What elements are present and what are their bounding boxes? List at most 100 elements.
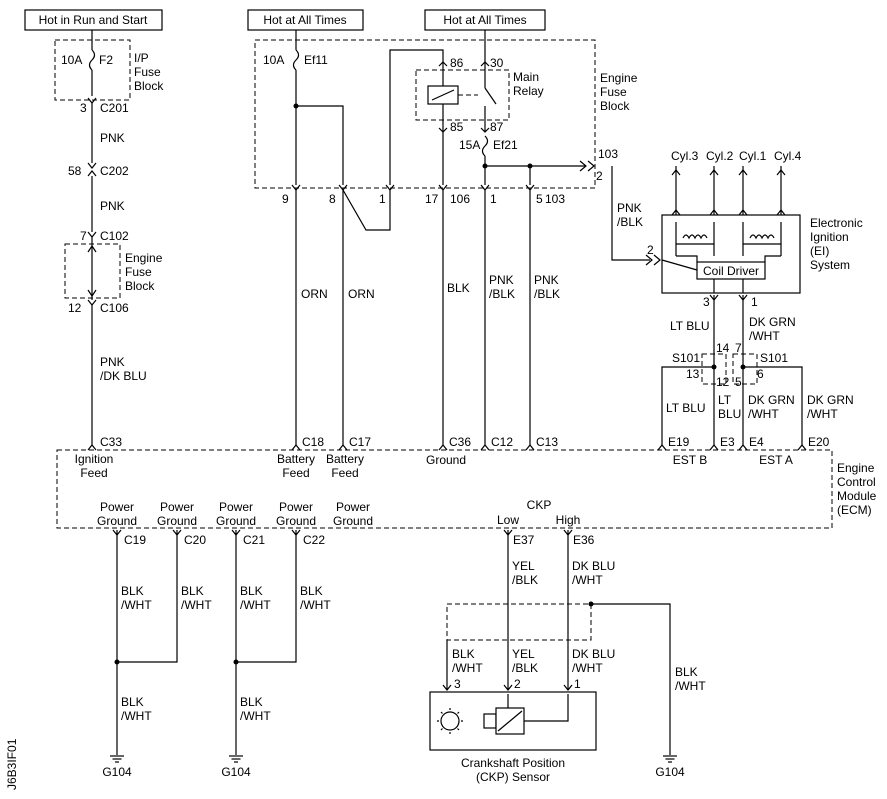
svg-text:E3: E3 (720, 435, 735, 449)
svg-text:BLK: BLK (240, 695, 263, 709)
svg-text:Power: Power (100, 500, 134, 514)
svg-text:85: 85 (450, 120, 464, 134)
svg-text:C12: C12 (491, 435, 513, 449)
splice-s101-right: S101 7 5 6 (732, 341, 788, 389)
svg-text:C22: C22 (303, 533, 325, 547)
svg-text:/WHT: /WHT (675, 679, 706, 693)
svg-text:Module: Module (837, 489, 877, 503)
svg-text:Coil Driver: Coil Driver (703, 264, 759, 278)
figure-id: J6B3IF01 (5, 738, 19, 790)
svg-text:Hot at All Times: Hot at All Times (263, 13, 346, 27)
ground-icon (109, 755, 125, 763)
svg-text:103: 103 (545, 192, 565, 206)
svg-text:BLK: BLK (300, 584, 323, 598)
svg-text:S101: S101 (672, 351, 700, 365)
svg-text:Cyl.3: Cyl.3 (671, 149, 699, 163)
svg-text:/BLK: /BLK (489, 287, 515, 301)
svg-text:Feed: Feed (80, 466, 107, 480)
svg-text:Ef11: Ef11 (304, 53, 328, 67)
svg-text:C18: C18 (302, 435, 324, 449)
svg-text:BLU: BLU (718, 407, 741, 421)
svg-text:/WHT: /WHT (572, 661, 603, 675)
svg-text:2: 2 (596, 169, 603, 183)
svg-text:Hot in Run and Start: Hot in Run and Start (39, 13, 148, 27)
wire-pnk-2: PNK (100, 199, 125, 213)
svg-text:Low: Low (497, 513, 519, 527)
wire-dk-grn-wht-2: DK GRN (748, 393, 795, 407)
svg-text:2: 2 (514, 677, 521, 691)
ground-icon (228, 755, 244, 763)
wire-dk-grn-wht-3: DK GRN (807, 393, 854, 407)
svg-text:Electronic: Electronic (810, 216, 863, 230)
svg-text:Cyl.4: Cyl.4 (774, 149, 802, 163)
svg-text:C201: C201 (100, 101, 129, 115)
svg-text:1: 1 (574, 677, 581, 691)
electronic-ignition-system: Cyl.3 Cyl.2 Cyl.1 Cyl.4 Electronic Ignit… (647, 149, 863, 294)
svg-text:15A: 15A (459, 138, 480, 152)
wire-pnk-blk-1: PNK (489, 273, 514, 287)
svg-text:F2: F2 (99, 53, 113, 67)
fuse-ef21-icon (481, 135, 489, 157)
svg-text:DK BLU: DK BLU (572, 647, 615, 661)
svg-text:BLK: BLK (240, 584, 263, 598)
svg-text:/WHT: /WHT (300, 598, 331, 612)
coil-driver-box (696, 261, 766, 280)
svg-text:C17: C17 (349, 435, 371, 449)
svg-text:Power: Power (160, 500, 194, 514)
svg-text:/WHT: /WHT (181, 598, 212, 612)
svg-text:Power: Power (279, 500, 313, 514)
wire-orn-2: ORN (348, 287, 375, 301)
wire-dk-grn-wht: DK GRN (749, 315, 796, 329)
svg-text:Ef21: Ef21 (493, 138, 518, 152)
svg-text:/WHT: /WHT (121, 598, 152, 612)
svg-text:Cyl.1: Cyl.1 (739, 149, 767, 163)
svg-text:12: 12 (68, 301, 82, 315)
svg-text:8: 8 (329, 192, 336, 206)
svg-text:Engine: Engine (600, 71, 638, 85)
wire-orn-1: ORN (301, 287, 328, 301)
svg-text:Block: Block (125, 279, 155, 293)
svg-text:(CKP) Sensor: (CKP) Sensor (476, 770, 550, 784)
svg-text:BLK: BLK (675, 665, 698, 679)
svg-text:87: 87 (490, 120, 504, 134)
svg-text:/WHT: /WHT (121, 709, 152, 723)
svg-text:/WHT: /WHT (749, 329, 780, 343)
svg-text:Feed: Feed (331, 466, 358, 480)
svg-text:Fuse: Fuse (134, 65, 161, 79)
svg-text:1: 1 (379, 192, 386, 206)
wire-blk: BLK (447, 281, 470, 295)
svg-text:G104: G104 (655, 765, 685, 779)
svg-text:10A: 10A (263, 53, 284, 67)
sensor-coil-icon (483, 707, 525, 735)
svg-text:C33: C33 (100, 435, 122, 449)
svg-text:Cyl.2: Cyl.2 (706, 149, 734, 163)
svg-text:Engine: Engine (125, 251, 163, 265)
ground-icon (662, 755, 678, 763)
svg-text:5: 5 (536, 192, 543, 206)
svg-text:C202: C202 (100, 164, 129, 178)
svg-text:E37: E37 (513, 533, 535, 547)
wire-pnk-1: PNK (100, 131, 125, 145)
svg-text:C36: C36 (449, 435, 471, 449)
svg-text:E36: E36 (573, 533, 595, 547)
coil-icon (682, 234, 708, 240)
svg-text:14: 14 (716, 341, 730, 355)
svg-text:3: 3 (454, 677, 461, 691)
svg-text:Ignition: Ignition (75, 452, 114, 466)
svg-text:BLK: BLK (181, 584, 204, 598)
svg-text:BLK: BLK (452, 647, 475, 661)
wire-pnk-dkblu: PNK (100, 355, 125, 369)
wire-dk-blu-wht: DK BLU (572, 559, 615, 573)
svg-text:3: 3 (703, 295, 710, 309)
svg-text:(ECM): (ECM) (837, 503, 872, 517)
power-label-all-times-2: Hot at All Times (424, 9, 546, 31)
svg-text:C102: C102 (100, 229, 129, 243)
svg-text:1: 1 (490, 192, 497, 206)
svg-text:Ignition: Ignition (810, 230, 849, 244)
svg-text:Crankshaft Position: Crankshaft Position (461, 756, 565, 770)
svg-text:/WHT: /WHT (748, 407, 779, 421)
engine-fuse-block: Engine Fuse Block 10A Ef11 Main Relay 86… (254, 30, 638, 189)
svg-text:C19: C19 (124, 533, 146, 547)
svg-text:Hot at All Times: Hot at All Times (443, 13, 526, 27)
svg-text:Ground: Ground (333, 514, 373, 528)
